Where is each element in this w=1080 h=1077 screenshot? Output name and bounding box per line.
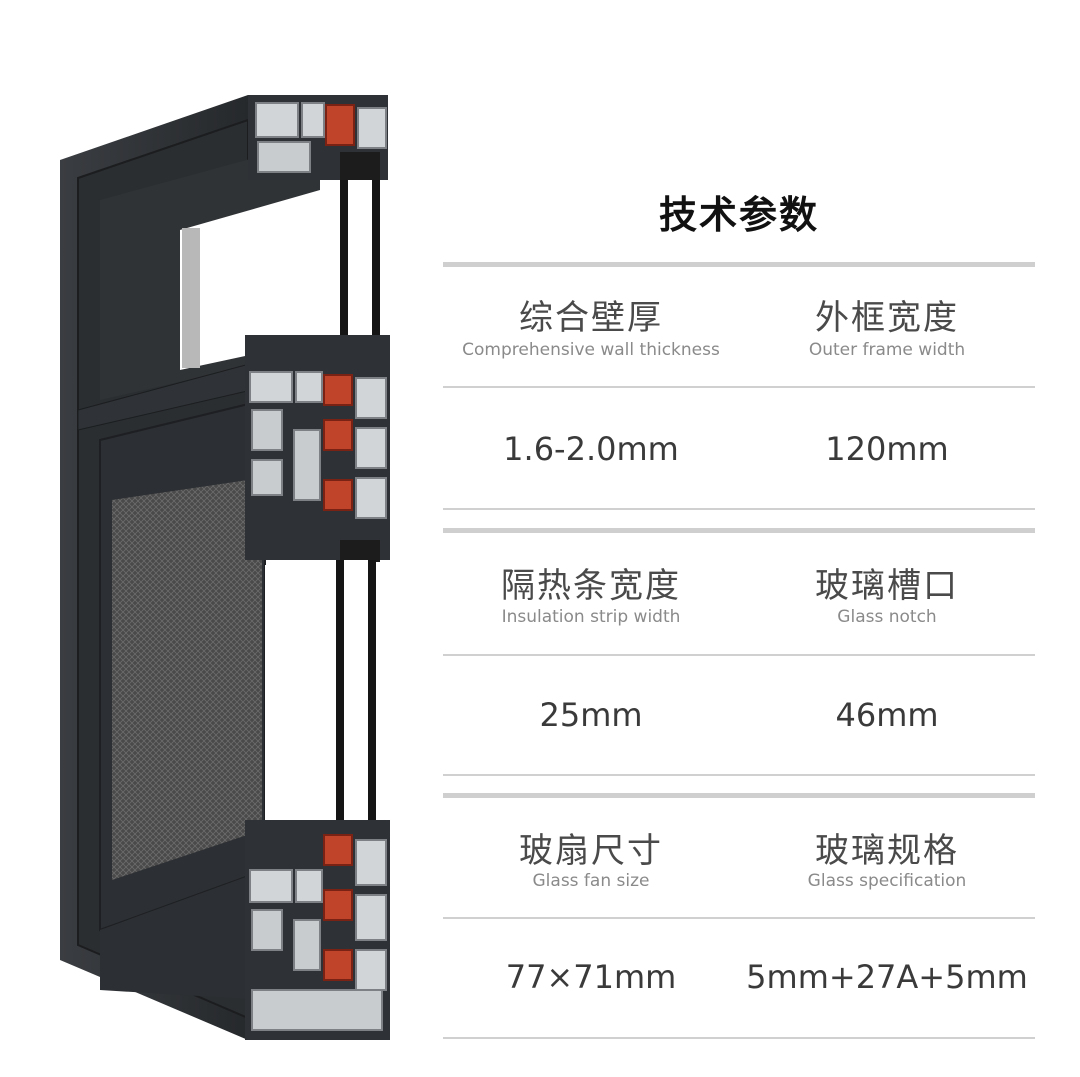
- spec-label: 隔热条宽度: [501, 566, 681, 606]
- divider: [443, 528, 1035, 533]
- section-title: 技术参数: [658, 193, 819, 237]
- divider: [443, 774, 1035, 776]
- spec-label-en: Glass fan size: [532, 871, 650, 891]
- spec-label: 综合壁厚: [519, 298, 663, 338]
- spec-label: 玻璃槽口: [815, 566, 959, 606]
- divider: [443, 1037, 1035, 1039]
- spec-label-en: Glass notch: [837, 607, 937, 627]
- divider: [443, 654, 1035, 656]
- spec-value: 5mm+27A+5mm: [746, 958, 1028, 996]
- spec-label-en: Comprehensive wall thickness: [462, 340, 720, 360]
- spec-value: 120mm: [825, 430, 949, 468]
- divider: [443, 917, 1035, 919]
- spec-label-en: Outer frame width: [808, 340, 966, 360]
- spec-label: 玻扇尺寸: [519, 831, 663, 871]
- divider: [443, 508, 1035, 510]
- spec-label: 玻璃规格: [815, 831, 959, 871]
- spec-value: 1.6-2.0mm: [503, 430, 679, 468]
- divider: [443, 793, 1035, 798]
- spec-label-en: Insulation strip width: [501, 607, 681, 627]
- spec-value: 77×71mm: [505, 958, 677, 996]
- spec-value: 46mm: [835, 696, 939, 734]
- divider: [443, 262, 1035, 267]
- divider: [443, 386, 1035, 388]
- spec-label-en: Glass specification: [807, 871, 967, 891]
- spec-label: 外框宽度: [815, 298, 959, 338]
- spec-value: 25mm: [539, 696, 643, 734]
